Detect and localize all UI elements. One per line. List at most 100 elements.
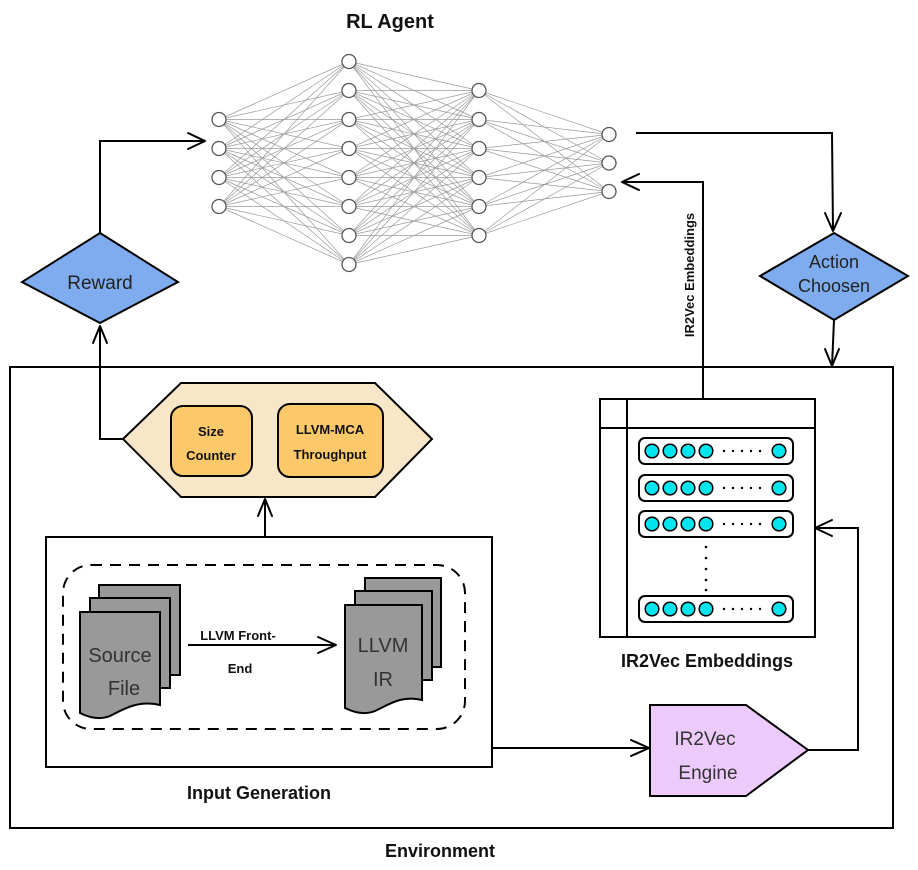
nn-connection (348, 61, 480, 91)
nn-connection (218, 206, 350, 265)
ellipsis-dot (722, 607, 726, 611)
action-to-environment-arrow (824, 319, 840, 367)
neural-network-edges (218, 61, 610, 265)
embedding-value-dot (698, 516, 714, 532)
nn-connection (478, 119, 610, 135)
embedding-value-dot (680, 443, 696, 459)
source-file-line2: File (108, 678, 140, 700)
embedding-value-dot (662, 601, 678, 617)
size-counter-line2: Counter (186, 448, 236, 463)
ellipsis-dot (731, 522, 735, 526)
nn-neuron-layer-4 (601, 155, 617, 171)
environment-box (9, 366, 894, 829)
llvm-mca-throughput-box[interactable]: LLVM-MCA Throughput (277, 403, 384, 478)
environment-label: Environment (385, 841, 495, 861)
embedding-value-dot (662, 443, 678, 459)
nn-connection (478, 134, 610, 207)
input-generation-box (45, 536, 493, 768)
nn-neuron-layer-3 (471, 140, 487, 157)
nn-connection (478, 90, 610, 135)
ellipsis-dot (758, 449, 762, 453)
ellipsis-dot (722, 486, 726, 490)
size-counter-box[interactable]: Size Counter (170, 405, 253, 477)
nn-connection (218, 61, 350, 120)
nn-neuron-layer-2 (341, 256, 357, 273)
embedding-value-dot (771, 480, 787, 496)
frontend-label-line1: LLVM Front- (200, 628, 276, 643)
ellipsis-dot (758, 486, 762, 490)
nn-neuron-layer-4 (601, 126, 617, 143)
nn-neuron-layer-3 (471, 169, 487, 186)
nn-connection (348, 90, 480, 207)
nn-neuron-layer-2 (341, 111, 357, 128)
source-file-line1: Source (88, 645, 151, 667)
nn-neuron-layer-2 (341, 227, 357, 244)
embedding-vector-row (638, 474, 794, 502)
nn-neuron-layer-1 (211, 140, 227, 157)
embedding-value-dot (771, 516, 787, 532)
input-to-metrics-arrow (257, 498, 273, 537)
ellipsis-dot (740, 522, 744, 526)
nn-connection (218, 61, 350, 149)
nn-neuron-layer-3 (471, 198, 487, 215)
ellipsis-dot (731, 449, 735, 453)
ellipsis-dot (731, 607, 735, 611)
nn-connection (348, 177, 480, 265)
ellipsis-dot (749, 522, 753, 526)
nn-connection (218, 61, 350, 178)
nn-connection (478, 134, 610, 178)
nn-connection (218, 148, 350, 207)
embedding-value-dot (771, 601, 787, 617)
ellipsis-dot (740, 607, 744, 611)
embedding-value-dot (698, 480, 714, 496)
nn-connection (218, 119, 350, 207)
nn-connection (348, 90, 480, 149)
nn-connection (348, 90, 480, 236)
nn-connection (218, 206, 350, 236)
ellipsis-dot (722, 522, 726, 526)
nn-connection (348, 206, 480, 265)
size-counter-line1: Size (198, 424, 224, 439)
nn-neuron-layer-2 (341, 82, 357, 99)
embedding-value-dot (662, 480, 678, 496)
embedding-value-dot (698, 601, 714, 617)
metrics-to-reward-arrow (92, 325, 123, 440)
nn-neuron-layer-2 (341, 53, 357, 70)
frontend-label-line2: End (228, 661, 253, 676)
ellipsis-dot (740, 486, 744, 490)
ir2vec-engine[interactable]: IR2Vec Engine (649, 704, 810, 797)
reward-label: Reward (67, 273, 132, 294)
nn-connection (478, 134, 610, 236)
embedding-value-dot (680, 480, 696, 496)
ellipsis-dot (758, 607, 762, 611)
llvm-ir-line1: LLVM (358, 635, 409, 657)
nn-connection (478, 134, 610, 149)
reward-decision[interactable]: Reward (19, 231, 181, 325)
nn-connection (348, 119, 480, 265)
nn-neuron-layer-1 (211, 198, 227, 215)
action-chosen-decision[interactable]: Action Choosen (758, 231, 910, 322)
ellipsis-dot (740, 449, 744, 453)
nn-connection (348, 90, 480, 120)
nn-connection (478, 191, 610, 236)
ellipsis-dot (749, 486, 753, 490)
embedding-value-dot (680, 601, 696, 617)
vertical-ellipsis (704, 545, 708, 592)
input-generation-label: Input Generation (187, 783, 331, 803)
ellipsis-dot (749, 607, 753, 611)
nn-neuron-layer-1 (211, 169, 227, 186)
nn-connection (348, 148, 480, 265)
nn-neuron-layer-2 (341, 169, 357, 186)
ellipsis-dot (758, 522, 762, 526)
llvm-mca-line1: LLVM-MCA (296, 422, 365, 437)
nn-connection (218, 61, 350, 207)
embedding-value-dot (644, 516, 660, 532)
embeddings-edge-label: IR2Vec Embeddings (682, 213, 697, 337)
embedding-value-dot (644, 480, 660, 496)
embedding-value-dot (771, 443, 787, 459)
nn-connection (348, 90, 480, 178)
embeddings-label: IR2Vec Embeddings (621, 651, 793, 671)
nn-neuron-layer-2 (341, 198, 357, 215)
embeddings-to-agent-arrow (621, 173, 704, 398)
